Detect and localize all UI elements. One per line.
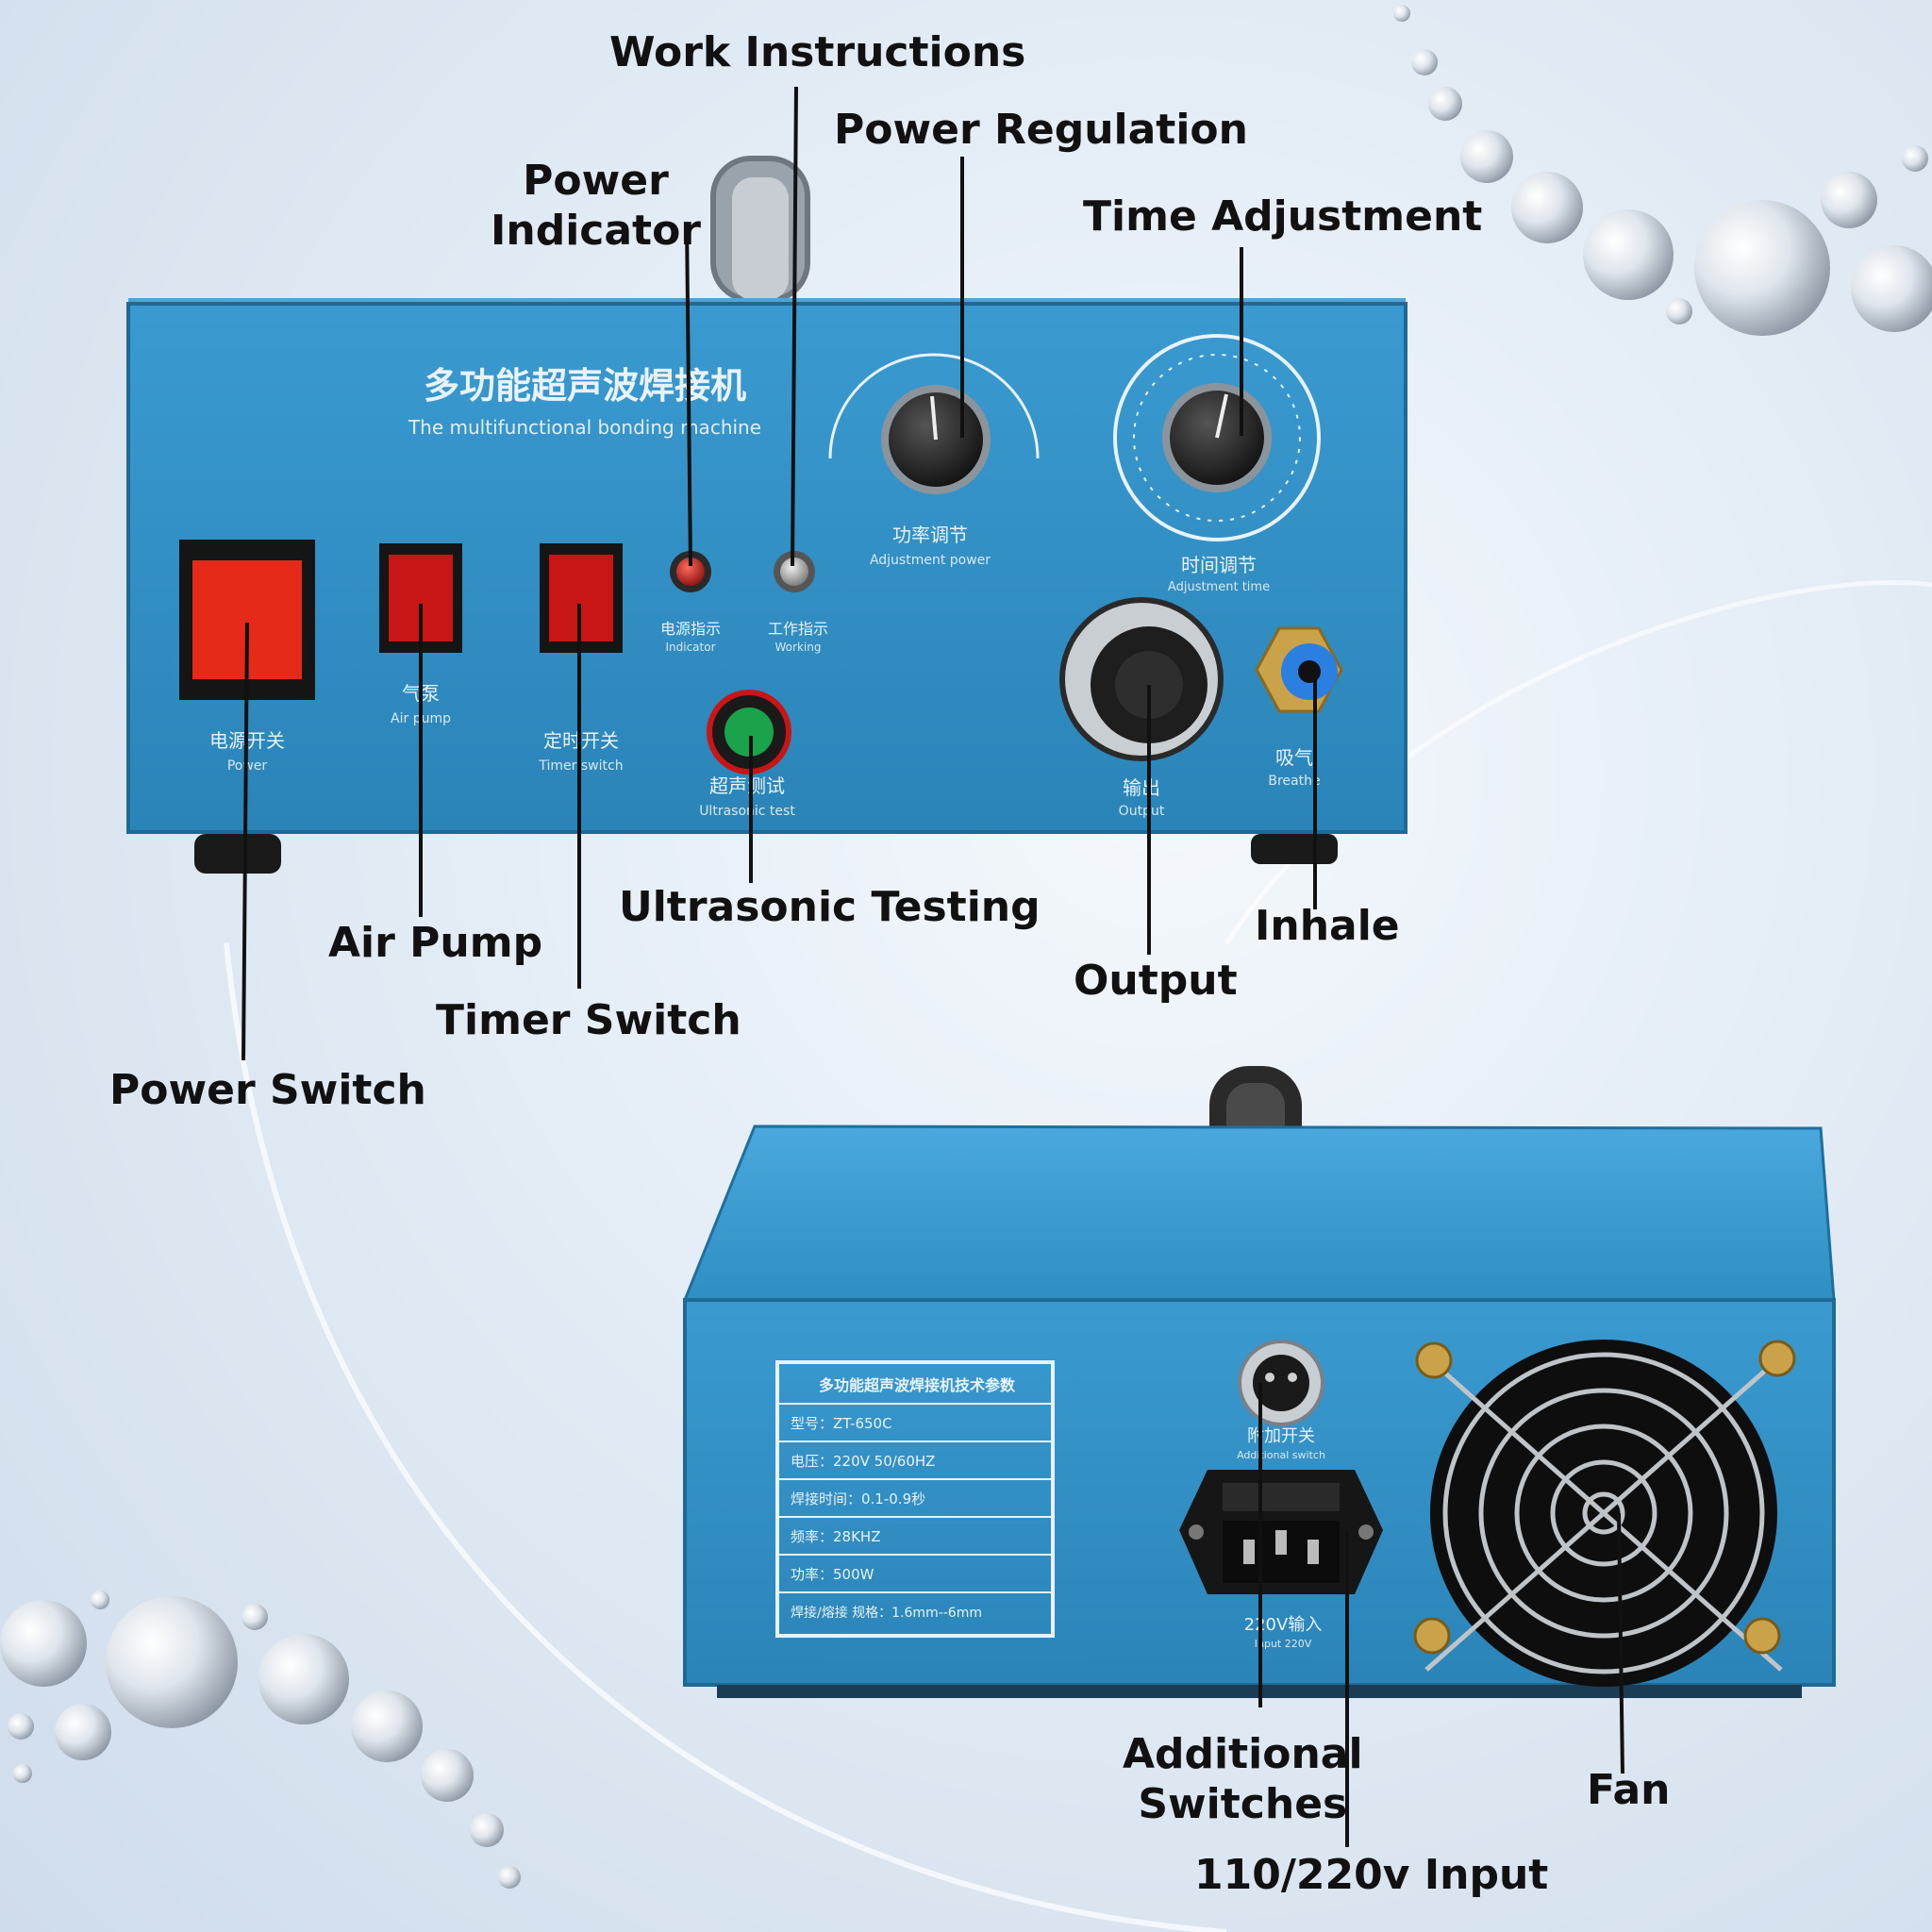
callout-time-adjustment: Time Adjustment <box>1083 192 1483 241</box>
decorative-gems-top <box>1393 5 1932 336</box>
leader-power-switch <box>242 622 249 1061</box>
front-foot-right <box>1251 834 1338 864</box>
additional-switch-connector[interactable] <box>1253 1355 1309 1411</box>
work-indicator-en: Working <box>775 641 822 654</box>
time-adjustment-en: Adjustment time <box>1168 580 1270 594</box>
spec-row: 型号：ZT-650C <box>791 1415 892 1432</box>
inhale-cn: 吸气 <box>1275 746 1313 769</box>
callout-additional-switches: Additional Switches <box>1123 1730 1363 1828</box>
time-adjustment-cn: 时间调节 <box>1181 554 1257 576</box>
callout-ultrasonic-testing: Ultrasonic Testing <box>619 883 1041 931</box>
power-indicator-led <box>676 558 705 586</box>
callout-input: 110/220v Input <box>1194 1851 1549 1899</box>
power-regulation-cn: 功率调节 <box>892 524 968 546</box>
callout-work-instructions: Work Instructions <box>609 28 1026 76</box>
spec-row: 电压：220V 50/60HZ <box>791 1453 935 1470</box>
inhale-port <box>1298 660 1321 683</box>
spec-plate <box>775 1360 1055 1638</box>
callout-power-regulation: Power Regulation <box>834 106 1248 154</box>
leader-work-instructions <box>791 86 798 567</box>
additional-switch-cn: 附加开关 <box>1247 1426 1315 1446</box>
spec-title: 多功能超声波焊接机技术参数 <box>819 1376 1016 1394</box>
spec-row: 频率：28KHZ <box>791 1528 880 1545</box>
front-title-cn: 多功能超声波焊接机 <box>424 365 746 407</box>
work-indicator-led <box>780 558 808 586</box>
fan-screw-icon <box>1758 1340 1796 1377</box>
callout-power-switch: Power Switch <box>109 1066 426 1114</box>
time-dial-ticks <box>1133 354 1301 522</box>
spec-row: 功率：500W <box>791 1566 874 1583</box>
ultrasonic-en: Ultrasonic test <box>699 804 795 819</box>
spec-row: 焊接时间：0.1-0.9秒 <box>791 1491 925 1507</box>
leader-power-indicator <box>685 222 692 567</box>
front-title-en: The multifunctional bonding machine <box>408 416 761 439</box>
front-unit: 多功能超声波焊接机 The multifunctional bonding ma… <box>126 156 1407 874</box>
rear-top <box>682 1124 1836 1302</box>
front-handle-inner <box>732 177 789 300</box>
inhale-en: Breathe <box>1268 774 1320 789</box>
output-en: Output <box>1119 804 1165 819</box>
leader-fan <box>1617 1512 1624 1774</box>
fan-screw-icon <box>1743 1617 1781 1655</box>
additional-switch-en: Additional switch <box>1237 1449 1325 1461</box>
callout-timer-switch: Timer Switch <box>436 996 741 1044</box>
time-dial-ring <box>1113 334 1321 541</box>
spec-rows: 型号：ZT-650C 电压：220V 50/60HZ 焊接时间：0.1-0.9秒… <box>777 1403 1053 1621</box>
output-cn: 输出 <box>1123 776 1160 799</box>
power-regulation-en: Adjustment power <box>870 553 991 568</box>
ultrasonic-test-button[interactable] <box>724 708 774 757</box>
power-indicator-cn: 电源指示 <box>660 620 721 638</box>
fan-grille[interactable] <box>1424 1352 1783 1674</box>
leader-lines <box>242 86 1624 1847</box>
callout-power-indicator: Power Indicator <box>491 157 702 255</box>
callout-output: Output <box>1074 957 1238 1005</box>
power-indicator-en: Indicator <box>665 641 715 654</box>
spec-row: 焊接/熔接 规格：1.6mm--6mm <box>791 1605 982 1621</box>
front-foot-left <box>194 834 281 874</box>
input-en: Input 220V <box>1255 1638 1312 1650</box>
fuse-drawer <box>1223 1483 1340 1511</box>
power-knob-pointer <box>930 395 938 441</box>
fan-screw-icon <box>1413 1617 1451 1655</box>
callout-air-pump: Air Pump <box>328 919 543 967</box>
power-scale-arc <box>828 353 1040 459</box>
ultrasonic-cn: 超声测试 <box>709 774 785 797</box>
time-knob-pointer <box>1215 393 1228 439</box>
callout-fan: Fan <box>1587 1766 1671 1814</box>
fan-screw-icon <box>1415 1341 1453 1379</box>
background-swoosh <box>224 942 1227 1932</box>
decorative-gems-bottom <box>0 1591 521 1889</box>
work-indicator-cn: 工作指示 <box>768 620 828 638</box>
callout-inhale: Inhale <box>1255 902 1400 950</box>
input-cn: 220V输入 <box>1244 1615 1323 1635</box>
